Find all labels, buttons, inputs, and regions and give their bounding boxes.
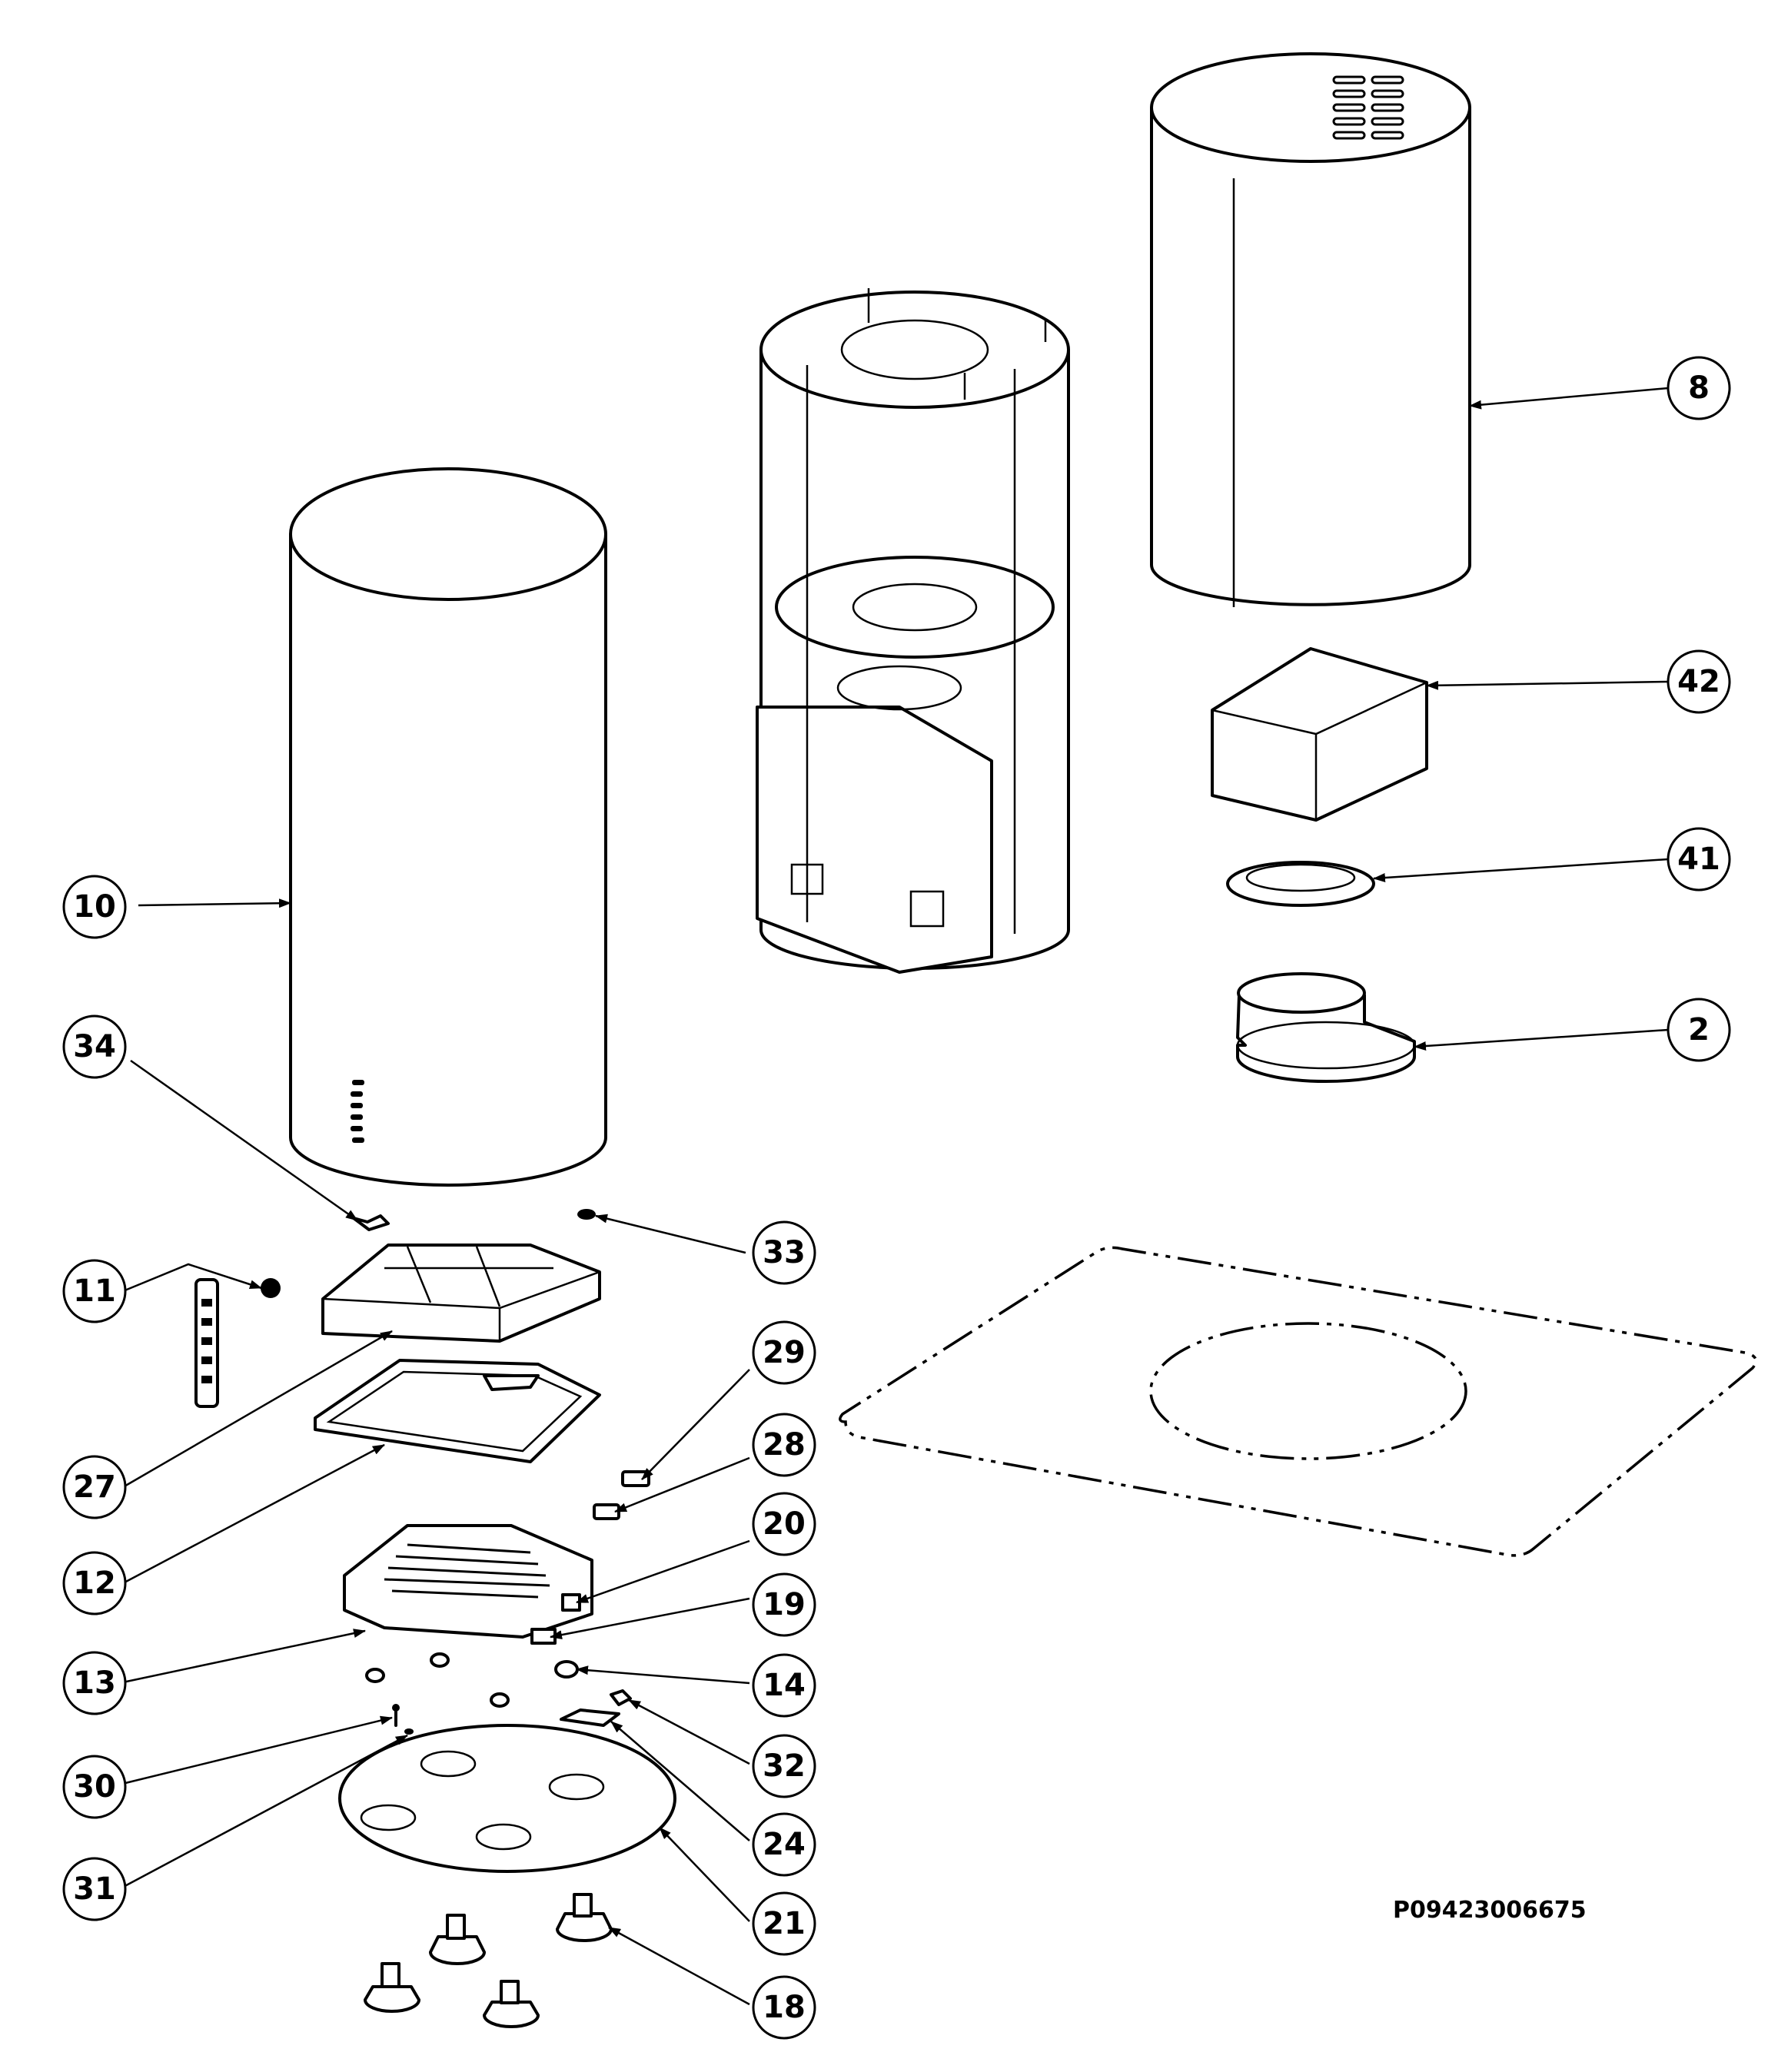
callout-19: 19 <box>752 1572 816 1637</box>
part-lower-chimney-cover <box>289 467 607 1187</box>
part-light-panel <box>338 1724 676 1873</box>
callout-24: 24 <box>752 1812 816 1877</box>
svg-text:12: 12 <box>73 1566 116 1601</box>
reference-code: P09423006675 <box>1393 1897 1587 1924</box>
callout-18: 18 <box>752 1975 816 2040</box>
svg-text:29: 29 <box>763 1335 806 1370</box>
part-connector-29 <box>621 1470 650 1487</box>
part-spacers <box>365 1652 579 1708</box>
svg-text:20: 20 <box>763 1506 806 1542</box>
part-cap <box>577 1209 596 1220</box>
part-upper-chimney-cover <box>1150 52 1471 607</box>
part-clip <box>352 1214 390 1231</box>
svg-text:19: 19 <box>763 1587 806 1622</box>
part-reducer <box>1236 972 1416 1083</box>
svg-text:8: 8 <box>1688 370 1710 406</box>
part-control-bar <box>194 1278 281 1408</box>
svg-text:34: 34 <box>73 1029 116 1064</box>
svg-text:42: 42 <box>1677 664 1720 699</box>
callout-28: 28 <box>752 1413 816 1477</box>
callout-11: 11 <box>62 1259 127 1323</box>
vent-slots <box>1332 75 1404 140</box>
callout-21: 21 <box>752 1891 816 1956</box>
svg-text:33: 33 <box>763 1235 806 1270</box>
part-washer-31 <box>404 1728 414 1735</box>
part-screw-30 <box>392 1704 400 1727</box>
svg-text:32: 32 <box>763 1748 806 1784</box>
callout-12: 12 <box>62 1551 127 1615</box>
svg-text:27: 27 <box>73 1469 116 1505</box>
callouts: 8 42 41 2 10 34 33 11 29 27 28 12 20 19 … <box>62 356 1731 2040</box>
part-bulbs <box>364 1893 613 2028</box>
part-box <box>1211 647 1428 822</box>
svg-text:11: 11 <box>73 1273 116 1309</box>
callout-33: 33 <box>752 1220 816 1285</box>
svg-text:21: 21 <box>763 1906 806 1941</box>
svg-text:41: 41 <box>1677 842 1720 877</box>
part-carbon-filter <box>321 1244 601 1343</box>
svg-text:13: 13 <box>73 1665 116 1701</box>
svg-text:28: 28 <box>763 1427 806 1463</box>
svg-text:14: 14 <box>763 1668 806 1703</box>
control-slots <box>351 1080 364 1143</box>
callout-34: 34 <box>62 1014 127 1079</box>
callout-8: 8 <box>1667 356 1731 420</box>
callout-41: 41 <box>1667 827 1731 892</box>
part-clip-32 <box>610 1689 632 1706</box>
callout-13: 13 <box>62 1651 127 1715</box>
callout-30: 30 <box>62 1755 127 1819</box>
callout-2: 2 <box>1667 998 1731 1062</box>
svg-text:30: 30 <box>73 1769 116 1805</box>
callout-32: 32 <box>752 1734 816 1798</box>
callout-27: 27 <box>62 1455 127 1519</box>
leader-lines <box>118 387 1669 2006</box>
mounting-template <box>839 1246 1757 1557</box>
callout-31: 31 <box>62 1857 127 1921</box>
callout-14: 14 <box>752 1653 816 1718</box>
svg-text:24: 24 <box>763 1827 806 1862</box>
callout-20: 20 <box>752 1492 816 1556</box>
part-grease-filter <box>314 1359 601 1463</box>
svg-text:31: 31 <box>73 1871 116 1907</box>
callout-29: 29 <box>752 1320 816 1385</box>
part-flange-ring <box>1226 861 1375 907</box>
callout-42: 42 <box>1667 649 1731 714</box>
callout-10: 10 <box>62 875 127 939</box>
part-frame-motor-housing <box>756 288 1070 974</box>
svg-text:10: 10 <box>73 889 116 925</box>
svg-text:18: 18 <box>763 1990 806 2025</box>
part-lower-housing <box>343 1524 593 1639</box>
part-bracket-24 <box>560 1708 620 1727</box>
svg-text:2: 2 <box>1688 1012 1710 1048</box>
